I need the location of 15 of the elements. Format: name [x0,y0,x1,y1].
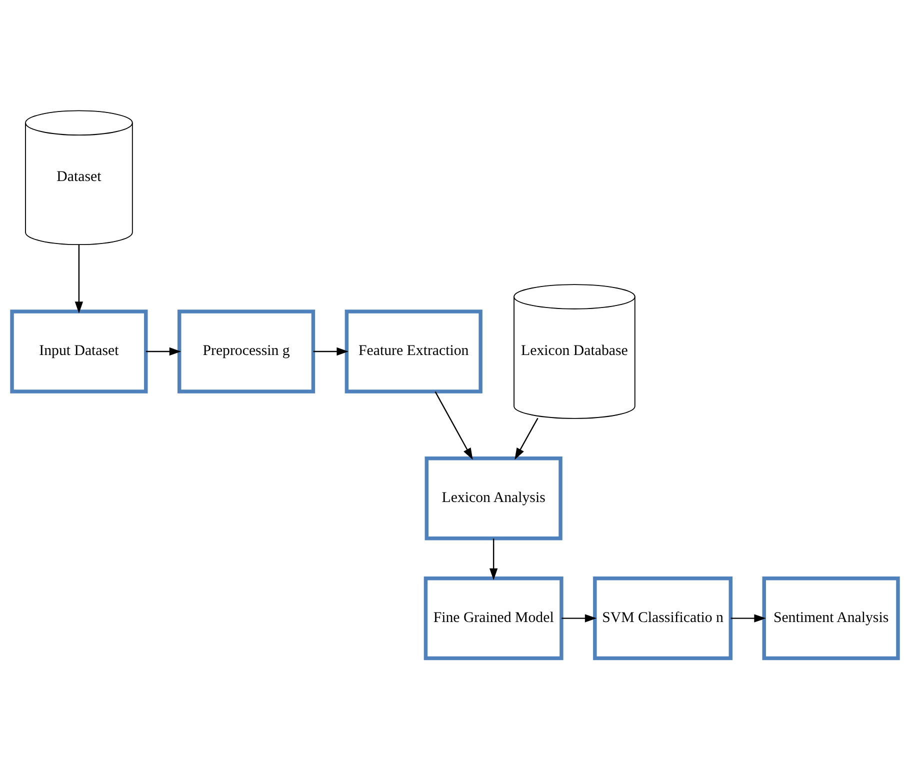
node-box: Feature Extraction [344,309,482,393]
node-box: Fine Grained Model [424,576,564,660]
arrow [74,244,84,313]
node-box: SVM Classificatio n [593,576,732,660]
arrow [489,538,498,580]
node-box: Lexicon Analysis [424,456,562,540]
node-box: Sentiment Analysis [762,576,900,660]
node-box: Input Dataset [10,309,148,393]
arrow [730,614,766,622]
node-box: Preprocessin g [178,309,316,393]
arrow [146,346,182,356]
arrow [313,346,348,356]
arrow [562,614,597,622]
arrow [434,390,473,460]
arrow [514,417,538,460]
